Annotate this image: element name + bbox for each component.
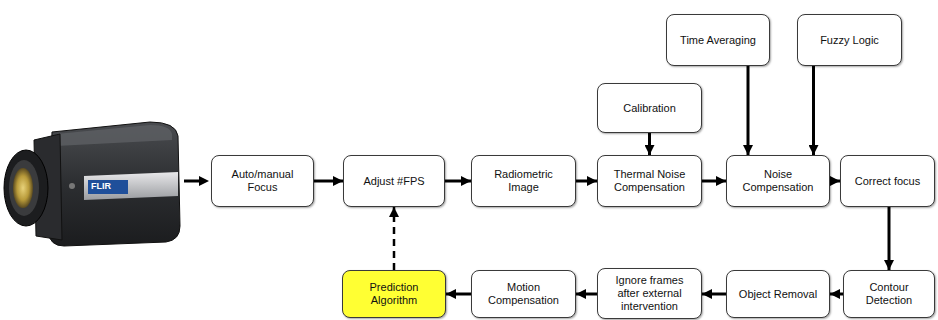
process-box: Correct focus: [840, 155, 935, 207]
process-box: Contour Detection: [843, 270, 935, 318]
box-text: Radiometric Image: [478, 168, 569, 194]
box-text: Ignore frames after external interventio…: [604, 274, 695, 313]
box-text: Thermal Noise Compensation: [604, 168, 695, 194]
brand-label: FLIR: [91, 181, 111, 191]
flow-arrow: [747, 66, 750, 155]
flow-arrow: [830, 180, 840, 183]
process-box: Auto/manual Focus: [211, 155, 314, 207]
flow-arrow: [702, 180, 726, 183]
flow-arrow: [446, 293, 471, 296]
flow-arrow: [648, 133, 651, 155]
box-text: Noise Compensation: [733, 168, 823, 194]
flow-arrow: [576, 180, 597, 183]
box-text: Auto/manual Focus: [218, 168, 307, 194]
process-box: Noise Compensation: [726, 155, 830, 207]
box-text: Time Averaging: [680, 34, 756, 47]
process-box: Adjust #FPS: [343, 155, 445, 207]
process-box: Ignore frames after external interventio…: [597, 268, 702, 319]
box-text: Adjust #FPS: [363, 175, 424, 188]
box-text: Object Removal: [739, 288, 817, 301]
highlight-box: Prediction Algorithm: [342, 270, 446, 318]
flow-arrow: [888, 207, 891, 270]
flow-arrow: [702, 293, 726, 296]
process-box: Object Removal: [726, 270, 830, 318]
flow-arrow: [576, 293, 597, 296]
process-box: Fuzzy Logic: [797, 14, 902, 66]
flow-arrow: [314, 180, 343, 183]
box-text: Prediction Algorithm: [349, 281, 439, 307]
process-box: Motion Compensation: [471, 270, 576, 318]
box-text: Contour Detection: [850, 281, 928, 307]
flow-arrow: [812, 66, 815, 155]
process-box: Radiometric Image: [471, 155, 576, 207]
box-text: Motion Compensation: [478, 281, 569, 307]
process-box: Thermal Noise Compensation: [597, 155, 702, 207]
box-text: Correct focus: [855, 175, 920, 188]
flow-arrow: [830, 293, 843, 296]
flow-arrow: [445, 180, 471, 183]
box-text: Calibration: [623, 102, 676, 115]
process-box: Calibration: [597, 83, 702, 133]
process-box: Time Averaging: [666, 14, 770, 66]
feedback-arrow: [393, 207, 396, 270]
box-text: Fuzzy Logic: [820, 34, 879, 47]
